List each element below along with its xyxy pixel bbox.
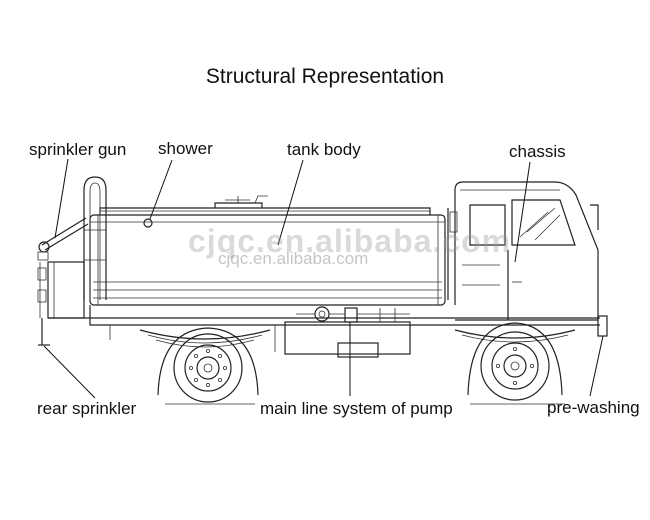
- diagram-title: Structural Representation: [205, 65, 445, 88]
- label-shower: shower: [158, 139, 213, 158]
- rear-sprinkler-assembly: [37, 261, 90, 346]
- label-rear-sprinkler: rear sprinkler: [37, 399, 137, 418]
- front-wheel: [467, 322, 563, 401]
- leader-sprinkler-gun: [54, 158, 69, 239]
- rear-wheel: [157, 327, 259, 403]
- leader-pre-washing: [589, 335, 604, 397]
- label-sprinkler-gun: sprinkler gun: [29, 140, 127, 159]
- watermark-large: cjqc.en.alibaba.com: [188, 223, 512, 259]
- rear-ladder: [83, 176, 107, 300]
- shower-nozzle: [143, 218, 153, 228]
- label-pre-washing: pre-washing: [547, 398, 640, 417]
- cab-door-window: [511, 199, 576, 246]
- label-tank-body: tank body: [287, 140, 361, 159]
- leader-tank-body: [277, 159, 304, 246]
- leader-lines: [43, 158, 604, 399]
- cab-side-window: [469, 204, 506, 246]
- side-mirror: [590, 204, 599, 230]
- sprinkler-gun: [37, 217, 89, 261]
- leader-chassis: [514, 161, 531, 263]
- pump-main-line-system: [284, 306, 411, 358]
- truck-cab: [447, 181, 608, 337]
- front-leaf-spring: [454, 329, 576, 343]
- label-chassis: chassis: [509, 142, 566, 161]
- label-main-line-system-of-pump: main line system of pump: [260, 399, 453, 418]
- leader-shower: [149, 159, 173, 220]
- watermark-small: cjqc.en.alibaba.com: [218, 249, 369, 268]
- rear-leaf-spring: [139, 329, 271, 348]
- front-bumper: [597, 315, 608, 337]
- leader-rear-sprinkler: [43, 345, 96, 399]
- tank-manhole: [214, 195, 268, 208]
